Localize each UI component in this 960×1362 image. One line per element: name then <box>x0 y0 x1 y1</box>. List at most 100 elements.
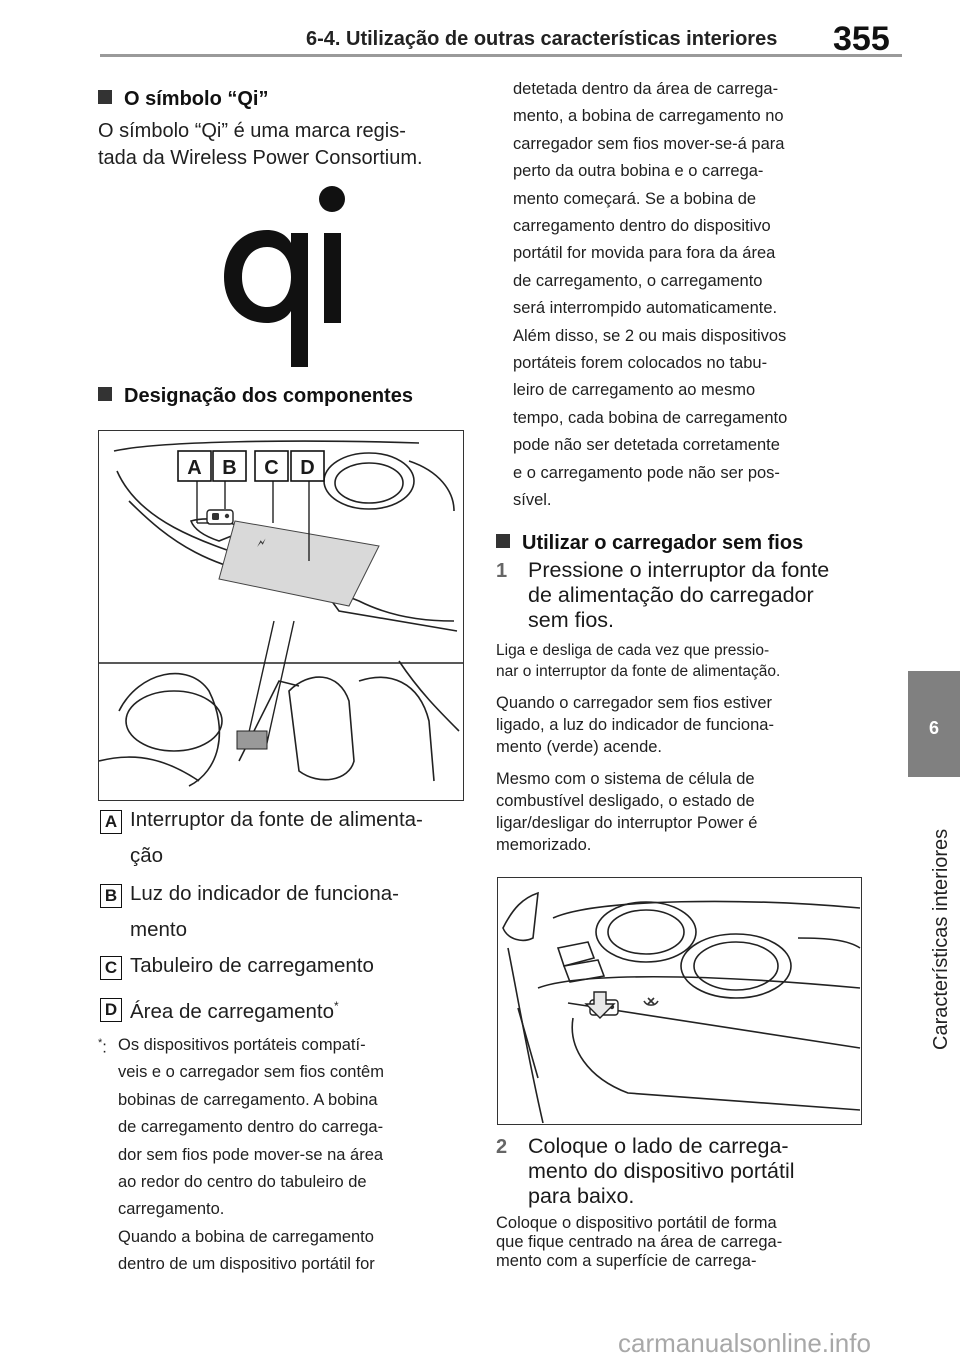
text-line: Quando a bobina de carregamento <box>118 1227 374 1246</box>
text-line: Interruptor da fonte de alimenta- <box>130 808 423 831</box>
chapter-tab <box>908 671 960 777</box>
text-line: será interrompido automaticamente. <box>513 299 778 318</box>
figure-callout-d: D <box>300 457 315 479</box>
components-illustration: 🗲 A B C D <box>98 430 464 801</box>
step-2-number: 2 <box>496 1136 508 1158</box>
legend-item-charging-area: Área de carregamento* <box>130 988 470 1030</box>
qi-symbol-heading-text: O símbolo “Qi” <box>124 88 269 110</box>
text-line: de carregamento, o carregamento <box>513 271 763 290</box>
text-line: pode não ser detetada corretamente <box>513 436 780 455</box>
text-line: portáteis forem colocados no tabu- <box>513 354 768 373</box>
text-line: dentro de um dispositivo portátil for <box>118 1255 375 1274</box>
figure-callout-c: C <box>264 457 279 479</box>
text-line: ligar/desligar do interruptor Power é <box>496 814 758 832</box>
text-line: Coloque o lado de carrega- <box>528 1134 789 1158</box>
text-line: tada da Wireless Power Consortium. <box>98 147 423 169</box>
text-line: memorizado. <box>496 836 592 854</box>
footnote-colon: : <box>102 1038 107 1057</box>
switch-press-illustration <box>497 877 862 1125</box>
step-2-note: Coloque o dispositivo portátil de forma … <box>496 1214 866 1271</box>
chapter-tab-number: 6 <box>928 718 939 738</box>
text-line: e o carregamento pode não ser pos- <box>513 463 780 482</box>
text-line: O símbolo “Qi” é uma marca regis- <box>98 120 406 142</box>
step-1-text: Pressione o interruptor da fonte de alim… <box>528 558 868 633</box>
legend-item-indicator-light: Luz do indicador de funciona- mento <box>130 876 470 948</box>
text-line: de alimentação do carregador <box>528 583 814 607</box>
text-line: Área de carregamento <box>130 999 334 1023</box>
footnote-marker: * <box>333 999 339 1013</box>
console-drawing: 🗲 <box>99 440 463 787</box>
indicator-note: Quando o carregador sem fios estiver lig… <box>496 692 866 758</box>
qi-logo-icon <box>224 186 345 367</box>
chapter-side-label: Características interiores <box>926 790 956 1050</box>
legend-letter-b: B <box>100 884 122 908</box>
text-line: carregamento dentro do dispositivo <box>513 217 771 236</box>
text-line: perto da outra bobina e o carrega- <box>513 162 764 181</box>
figure-callout-a: A <box>187 457 202 479</box>
chapter-side-label-text: Características interiores <box>930 828 952 1050</box>
use-charger-heading-text: Utilizar o carregador sem fios <box>522 532 804 554</box>
header-divider <box>100 54 902 57</box>
svg-text:🗲: 🗲 <box>257 536 266 551</box>
footnote-marker-label: *: <box>98 1030 118 1062</box>
step-2-text: Coloque o lado de carrega- mento do disp… <box>528 1134 868 1209</box>
legend-letter-c: C <box>100 956 122 980</box>
legend-item-power-switch: Interruptor da fonte de alimenta- ção <box>130 802 470 874</box>
heading-bullet-icon <box>98 90 112 104</box>
text-line: Tabuleiro de carregamento <box>130 954 374 977</box>
text-line: mento começará. Se a bobina de <box>513 189 757 208</box>
footnote-continuation: detetada dentro da área de carrega- ment… <box>513 76 863 515</box>
qi-symbol-description: O símbolo “Qi” é uma marca regis- tada d… <box>98 118 478 172</box>
text-line: detetada dentro da área de carrega- <box>513 80 779 98</box>
text-line: que fique centrado na área de carrega- <box>496 1233 783 1251</box>
text-line: carregamento. <box>118 1200 225 1219</box>
text-line: Os dispositivos portáteis compatí- <box>118 1036 366 1054</box>
use-charger-heading: Utilizar o carregador sem fios <box>496 532 803 555</box>
text-line: sível. <box>513 491 552 510</box>
text-line: mento (verde) acende. <box>496 738 663 756</box>
legend-letter-d: D <box>100 998 122 1022</box>
text-line: mento <box>130 918 187 941</box>
text-line: ção <box>130 844 164 867</box>
heading-bullet-icon <box>496 534 510 548</box>
console-switch-drawing <box>502 891 861 1124</box>
legend-letter-a: A <box>100 810 122 834</box>
text-line: mento do dispositivo portátil <box>528 1159 795 1183</box>
text-line: sem fios. <box>528 608 615 632</box>
footnote-asterisk: * <box>98 1037 103 1049</box>
text-line: ligado, a luz do indicador de funciona- <box>496 716 774 734</box>
text-line: Além disso, se 2 ou mais dispositivos <box>513 326 787 345</box>
step-1-number: 1 <box>496 560 508 582</box>
footnote-text: Os dispositivos portáteis compatí- veis … <box>118 1032 468 1279</box>
text-line: veis e o carregador sem fios contêm <box>118 1063 384 1082</box>
qi-symbol-heading: O símbolo “Qi” <box>98 88 268 111</box>
text-line: dor sem fios pode mover-se na área <box>118 1145 384 1164</box>
text-line: leiro de carregamento ao mesmo <box>513 381 756 400</box>
text-line: Liga e desliga de cada vez que pressio- <box>496 642 770 659</box>
text-line: Mesmo com o sistema de célula de <box>496 770 755 788</box>
text-line: de carregamento dentro do carrega- <box>118 1118 384 1137</box>
watermark: carmanualsonline.info <box>618 1328 871 1358</box>
text-line: Pressione o interruptor da fonte <box>528 558 830 582</box>
text-line: carregador sem fios mover-se-á para <box>513 134 785 153</box>
text-line: combustível desligado, o estado de <box>496 792 755 810</box>
text-line: mento, a bobina de carregamento no <box>513 107 784 126</box>
text-line: bobinas de carregamento. A bobina <box>118 1090 378 1109</box>
text-line: Coloque o dispositivo portátil de forma <box>496 1214 777 1232</box>
legend-item-charging-tray: Tabuleiro de carregamento <box>130 948 470 984</box>
text-line: tempo, cada bobina de carregamento <box>513 408 788 427</box>
text-line: portátil for movida para fora da área <box>513 244 776 263</box>
chapter-section-title: 6-4. Utilização de outras característica… <box>306 28 778 50</box>
text-line: para baixo. <box>528 1184 635 1208</box>
text-line: mento com a superfície de carrega- <box>496 1252 757 1270</box>
heading-bullet-icon <box>98 387 112 401</box>
components-heading-text: Designação dos componentes <box>124 385 413 407</box>
memory-note: Mesmo com o sistema de célula de combust… <box>496 768 866 856</box>
figure-callout-b: B <box>222 457 237 479</box>
step-1-note: Liga e desliga de cada vez que pressio- … <box>496 640 866 682</box>
page-number: 355 <box>833 20 890 58</box>
components-heading: Designação dos componentes <box>98 385 413 408</box>
text-line: Quando o carregador sem fios estiver <box>496 694 773 712</box>
text-line: Luz do indicador de funciona- <box>130 882 399 905</box>
text-line: ao redor do centro do tabuleiro de <box>118 1173 367 1192</box>
